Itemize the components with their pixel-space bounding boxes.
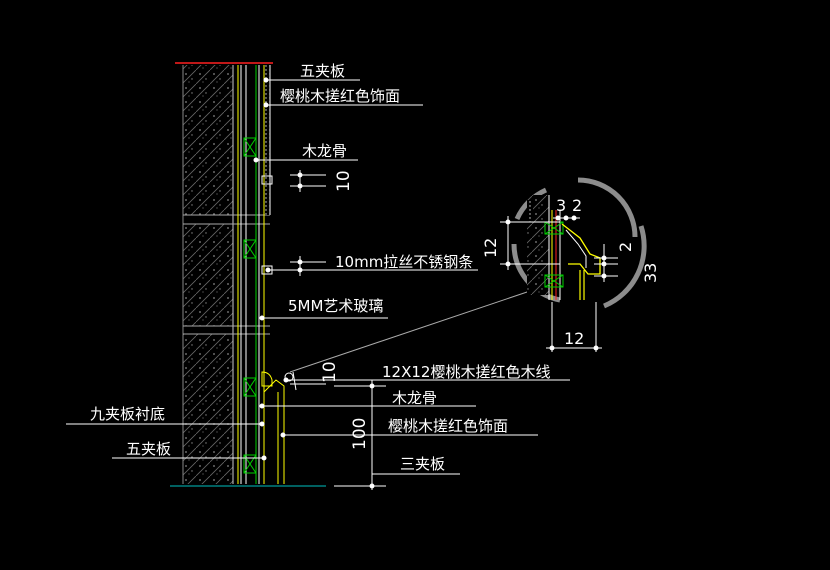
- detail-connector: [289, 289, 534, 373]
- dim-detail-12-vertical: 12: [481, 238, 500, 258]
- label-sanjiaban: 三夹板: [400, 455, 445, 473]
- dim-detail-2a: 2: [572, 196, 582, 215]
- dim-detail-3: 3: [556, 196, 566, 215]
- dimension-lines: [290, 170, 386, 490]
- label-bottom-facing: 樱桃木搓红色饰面: [388, 417, 508, 435]
- label-top-keel: 木龙骨: [302, 142, 347, 160]
- dim-detail-12-horizontal: 12: [564, 329, 584, 348]
- dim-skirting-height: 100: [350, 418, 370, 450]
- dim-detail-2b: 2: [616, 242, 635, 252]
- dim-top-gap: 10: [334, 170, 354, 192]
- label-art-glass: 5MM艺术玻璃: [288, 297, 383, 315]
- dim-detail-33: 33: [641, 263, 660, 283]
- concrete-wall: [182, 65, 234, 484]
- label-bottom-keel: 木龙骨: [392, 389, 437, 407]
- label-top-wubajiaban: 五夹板: [300, 62, 345, 80]
- label-bottom-wujiaban: 五夹板: [126, 440, 171, 458]
- wood-keel-crosses: [243, 137, 257, 474]
- label-wood-strip: 12X12樱桃木搓红色木线: [382, 363, 550, 381]
- label-steel-strip: 10mm拉丝不锈钢条: [335, 253, 473, 271]
- dim-lower-gap: 10: [320, 361, 340, 383]
- label-top-facing: 樱桃木搓红色饰面: [280, 87, 400, 105]
- label-jiujiaban: 九夹板衬底: [90, 405, 165, 423]
- wall-profiles: [261, 175, 294, 484]
- detail-callout: [500, 177, 647, 352]
